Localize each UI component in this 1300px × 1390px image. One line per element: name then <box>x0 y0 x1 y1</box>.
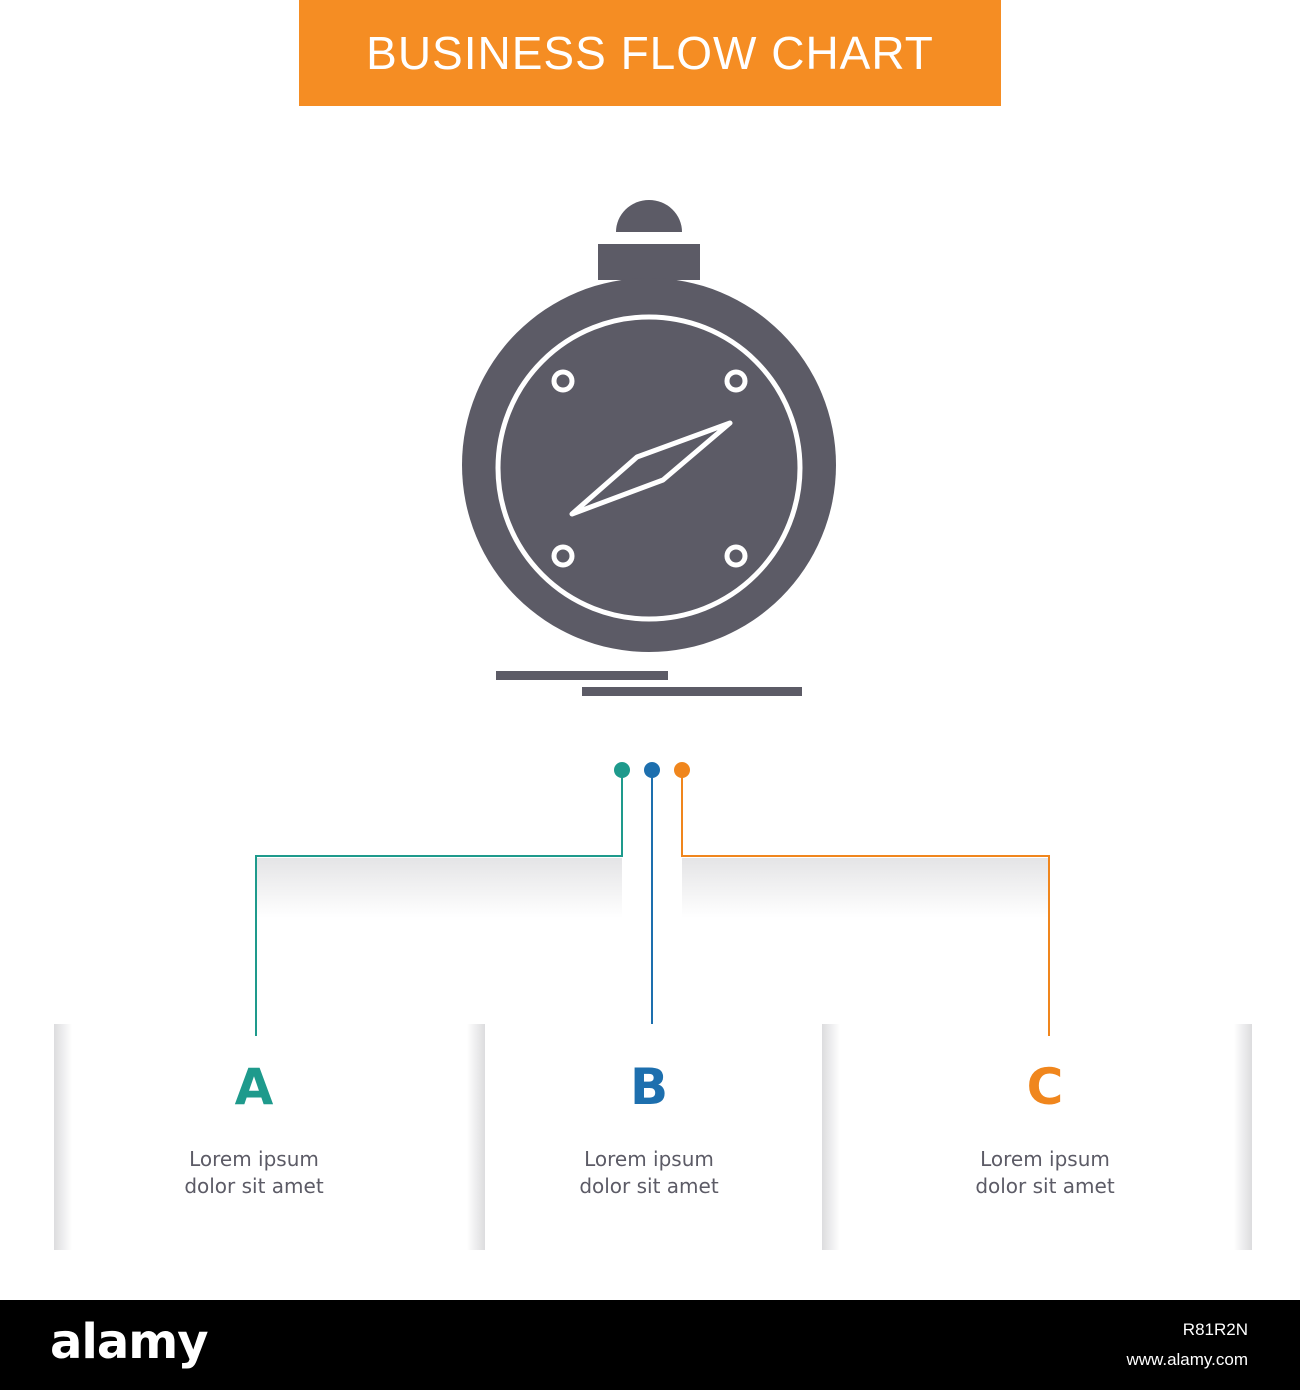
footer-image-id: R81R2N <box>1182 1320 1248 1339</box>
connector-shadow <box>256 858 1050 918</box>
card-b-line2: dolor sit amet <box>579 1174 719 1198</box>
card-dividers <box>54 1024 1252 1250</box>
footer-bar: alamy R81R2N www.alamy.com <box>0 1300 1300 1390</box>
connector-c <box>674 762 1050 1036</box>
card-c: C Lorem ipsum dolor sit amet <box>840 1024 1250 1250</box>
card-letter-a: A <box>234 1058 274 1116</box>
flow-diagram <box>54 200 1252 1250</box>
card-c-line2: dolor sit amet <box>975 1174 1115 1198</box>
card-text-c: Lorem ipsum dolor sit amet <box>840 1146 1250 1200</box>
card-b: B Lorem ipsum dolor sit amet <box>444 1024 854 1250</box>
compass-icon <box>462 200 836 696</box>
footer-logo: alamy <box>50 1314 209 1370</box>
card-a-line1: Lorem ipsum <box>189 1147 319 1171</box>
page-title: BUSINESS FLOW CHART <box>366 27 934 79</box>
card-letter-c: C <box>1026 1058 1064 1116</box>
title-banner: BUSINESS FLOW CHART <box>299 0 1001 106</box>
card-a-line2: dolor sit amet <box>184 1174 324 1198</box>
footer-url: www.alamy.com <box>1126 1350 1248 1369</box>
card-c-line1: Lorem ipsum <box>980 1147 1110 1171</box>
card-text-b: Lorem ipsum dolor sit amet <box>444 1146 854 1200</box>
connector-a <box>255 762 630 1036</box>
card-letter-b: B <box>629 1058 669 1116</box>
connector-b <box>644 762 660 1024</box>
card-b-line1: Lorem ipsum <box>584 1147 714 1171</box>
card-a: A Lorem ipsum dolor sit amet <box>49 1024 459 1250</box>
card-text-a: Lorem ipsum dolor sit amet <box>49 1146 459 1200</box>
